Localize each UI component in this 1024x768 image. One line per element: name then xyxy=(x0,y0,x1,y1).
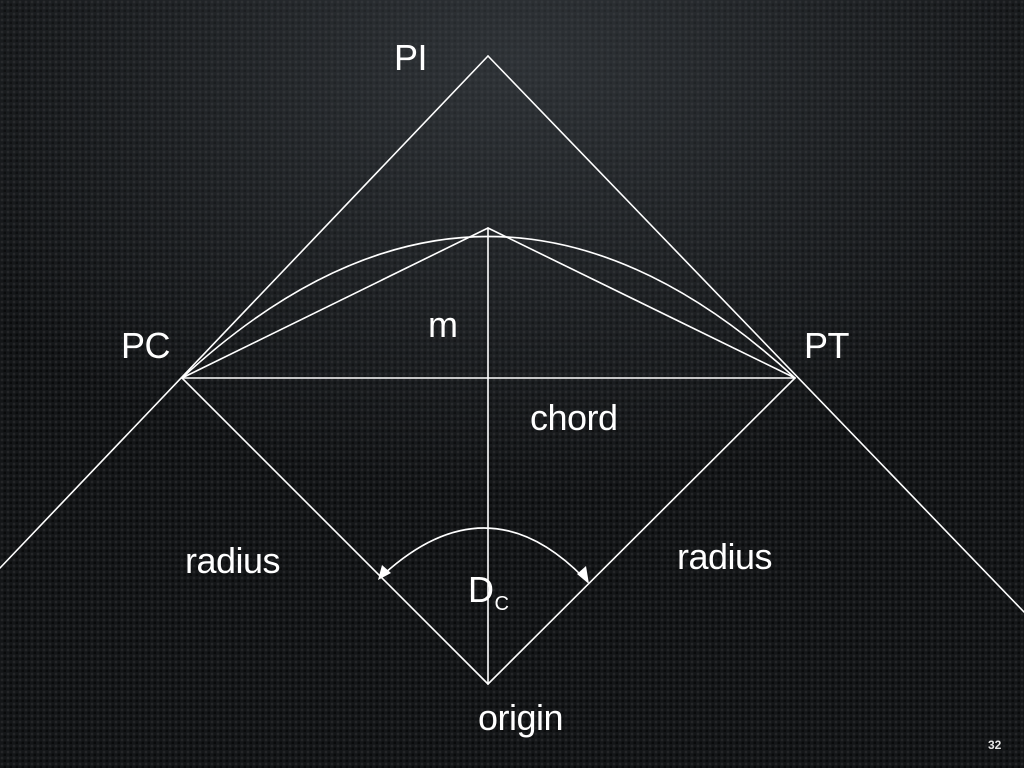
origin-label: origin xyxy=(478,697,564,738)
sub-chord-right xyxy=(487,227,796,379)
radius-line-left xyxy=(181,377,489,685)
degree-of-curve-label: DC xyxy=(468,569,509,624)
angle-arrowhead-right xyxy=(577,566,589,584)
angle-arrowhead-left xyxy=(378,565,391,580)
radius-line-right xyxy=(487,377,796,685)
radius-label-right: radius xyxy=(677,536,773,577)
sub-chord-left xyxy=(181,227,489,379)
chord-label: chord xyxy=(530,397,618,438)
pi-label: PI xyxy=(394,37,428,78)
slide-number: 32 xyxy=(988,738,1002,752)
pc-label: PC xyxy=(121,325,171,366)
degree-of-curve-main: D xyxy=(468,569,494,610)
radius-label-left: radius xyxy=(185,540,281,581)
forward-tangent-line xyxy=(487,55,1024,613)
central-angle-arc xyxy=(383,527,585,579)
middle-ordinate-label: m xyxy=(428,304,458,345)
back-tangent-line xyxy=(0,55,489,569)
degree-of-curve-subscript: C xyxy=(494,593,509,615)
pt-label: PT xyxy=(804,325,850,366)
